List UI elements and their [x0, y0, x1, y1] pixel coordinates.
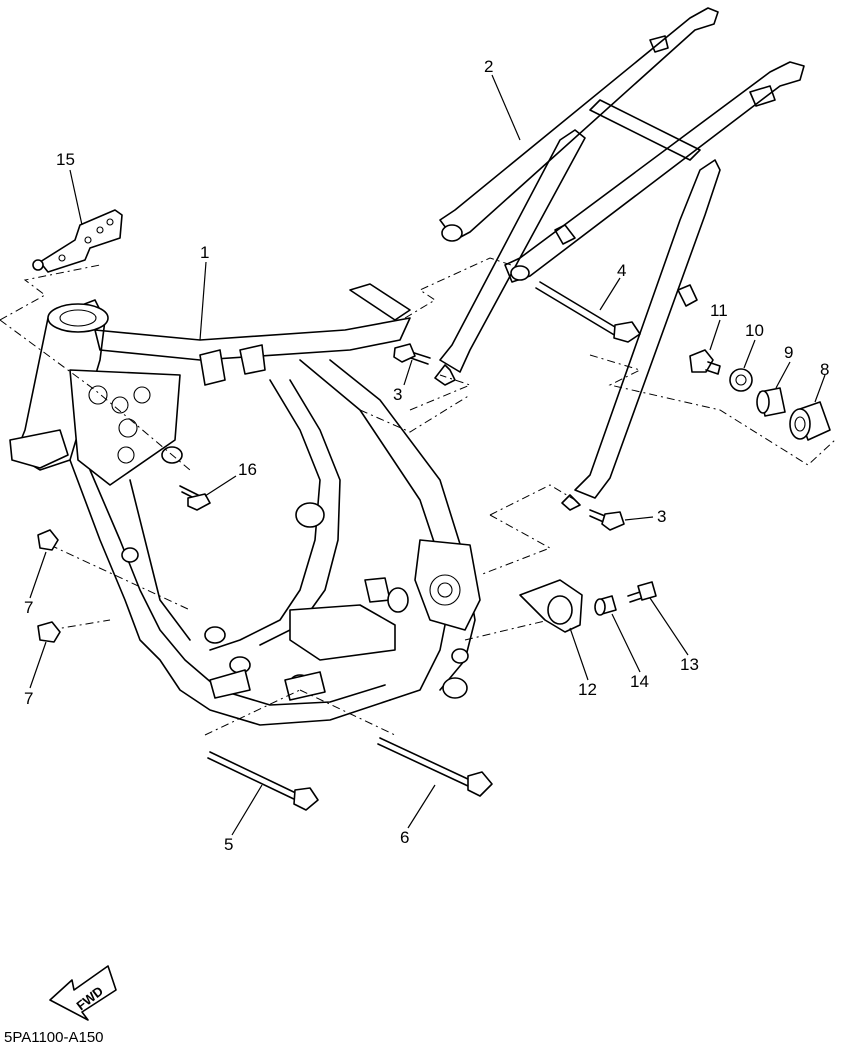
bolt-16	[179, 485, 211, 511]
callout-5: 5	[224, 835, 233, 854]
mount-12	[519, 579, 583, 633]
bolt-6	[377, 737, 493, 797]
callout-9: 9	[784, 343, 793, 362]
callout-7b: 7	[24, 689, 33, 708]
callout-10: 10	[745, 321, 764, 340]
callout-8: 8	[820, 360, 829, 379]
bolt-3a	[393, 343, 431, 365]
callout-16: 16	[238, 460, 257, 479]
callout-13: 13	[680, 655, 699, 674]
callout-7a: 7	[24, 598, 33, 617]
main-frame	[9, 283, 481, 726]
bolt-13	[627, 581, 657, 603]
callout-2: 2	[484, 57, 493, 76]
bolt-4	[535, 281, 641, 343]
bolt-7b	[37, 621, 61, 643]
callout-11: 11	[710, 301, 728, 320]
diagram-code: 5PA1100-A150	[4, 1029, 104, 1045]
collar-9	[756, 387, 786, 417]
rear-subframe	[434, 7, 805, 511]
damper-8	[789, 401, 831, 441]
callout-labels: 15 1 2 3 3 4 5 6 7 7 8 9 10 11 12 13 14 …	[24, 57, 829, 854]
callout-14: 14	[630, 672, 649, 691]
fwd-arrow-icon: FWD	[49, 965, 117, 1021]
leader-lines	[29, 74, 826, 836]
callout-6: 6	[400, 828, 409, 847]
callout-12: 12	[578, 680, 597, 699]
washer-10	[729, 368, 753, 392]
nut-11	[689, 349, 721, 375]
callout-15: 15	[56, 150, 75, 169]
bracket-15	[32, 209, 123, 273]
bolt-5	[207, 751, 319, 811]
callout-3a: 3	[393, 385, 402, 404]
center-lines	[0, 257, 836, 736]
callout-4: 4	[617, 261, 626, 280]
collar-14	[594, 595, 617, 616]
callout-1: 1	[200, 243, 209, 262]
callout-3b: 3	[657, 507, 666, 526]
bolt-3b	[589, 509, 625, 531]
bolt-7a	[37, 529, 59, 551]
